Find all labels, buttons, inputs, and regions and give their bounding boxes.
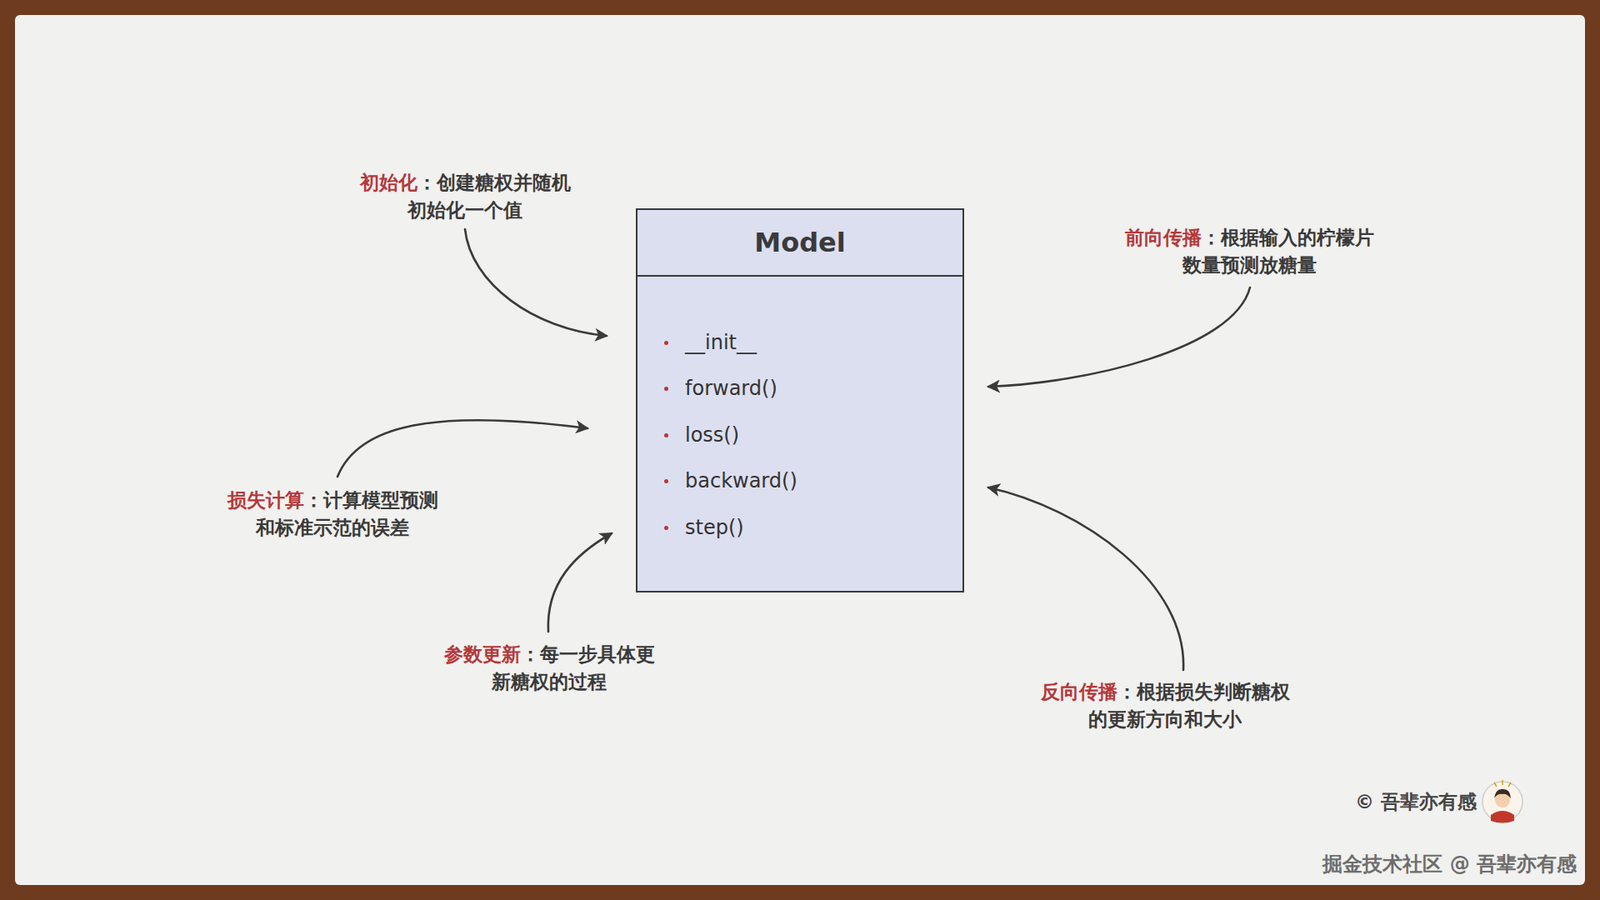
annotation: 初始化：创建糖权并随机初始化一个值 bbox=[355, 169, 575, 225]
class-name: Model bbox=[754, 226, 845, 259]
leader-arrow bbox=[988, 487, 1184, 670]
avatar-icon bbox=[1482, 780, 1523, 824]
leader-arrow bbox=[337, 420, 588, 477]
method-name: step() bbox=[685, 515, 745, 540]
annotation-text: ：根据输入的柠檬片数量预测放糖量 bbox=[1182, 226, 1375, 276]
annotation-title: 反向传播 bbox=[1040, 680, 1118, 703]
leader-arrow bbox=[465, 229, 607, 336]
class-box: Model __init__ forward() loss() backward() st… bbox=[635, 208, 965, 593]
annotation: 反向传播：根据损失判断糖权的更新方向和大小 bbox=[1036, 678, 1295, 734]
class-header: Model bbox=[637, 210, 963, 277]
annotation: 损失计算：计算模型预测和标准示范的误差 bbox=[223, 486, 443, 542]
annotation-title: 参数更新 bbox=[444, 643, 521, 665]
annotation-title: 初始化 bbox=[360, 171, 418, 194]
annotation: 前向传播：根据输入的柠檬片数量预测放糖量 bbox=[1120, 224, 1379, 280]
method-name: loss() bbox=[685, 422, 740, 448]
watermark: 掘金技术社区 @ 吾辈亦有感 bbox=[1322, 850, 1577, 878]
leader-arrow bbox=[548, 533, 612, 632]
annotation-title: 损失计算 bbox=[227, 489, 305, 511]
watermark: © 吾辈亦有感 bbox=[1355, 789, 1477, 815]
method-name: backward() bbox=[685, 468, 798, 494]
bullet-dot bbox=[664, 340, 669, 345]
annotation-title: 前向传播 bbox=[1125, 226, 1202, 249]
bullet-dot bbox=[664, 525, 669, 530]
annotation-text: ：根据损失判断糖权的更新方向和大小 bbox=[1088, 680, 1290, 730]
bullet-dot bbox=[664, 386, 669, 391]
method-name: forward() bbox=[685, 375, 778, 401]
leader-arrow bbox=[988, 287, 1250, 387]
bullet-dot bbox=[664, 433, 669, 438]
annotation: 参数更新：每一步具体更新糖权的过程 bbox=[440, 640, 660, 696]
annotation-text: ：创建糖权并随机初始化一个值 bbox=[407, 171, 571, 221]
method-name: __init__ bbox=[685, 330, 757, 355]
bullet-dot bbox=[664, 479, 669, 484]
